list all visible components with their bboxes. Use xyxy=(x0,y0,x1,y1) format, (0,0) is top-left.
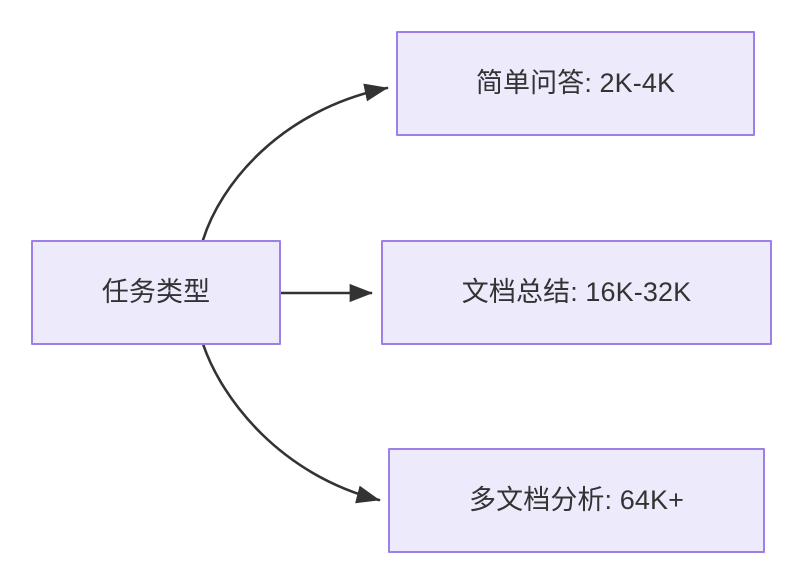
node-multi-doc-analysis-label: 多文档分析: 64K+ xyxy=(469,485,684,516)
node-doc-summary[interactable]: 文档总结: 16K-32K xyxy=(381,240,772,345)
node-task-type-label: 任务类型 xyxy=(101,277,211,308)
edge-task-type-to-simple-qa xyxy=(201,83,389,242)
node-multi-doc-analysis[interactable]: 多文档分析: 64K+ xyxy=(388,448,765,553)
node-task-type[interactable]: 任务类型 xyxy=(31,240,281,345)
node-simple-qa-label: 简单问答: 2K-4K xyxy=(475,68,676,99)
node-simple-qa[interactable]: 简单问答: 2K-4K xyxy=(396,31,755,136)
edge-task-type-to-multi-doc-analysis xyxy=(201,342,381,504)
node-doc-summary-label: 文档总结: 16K-32K xyxy=(461,277,692,308)
